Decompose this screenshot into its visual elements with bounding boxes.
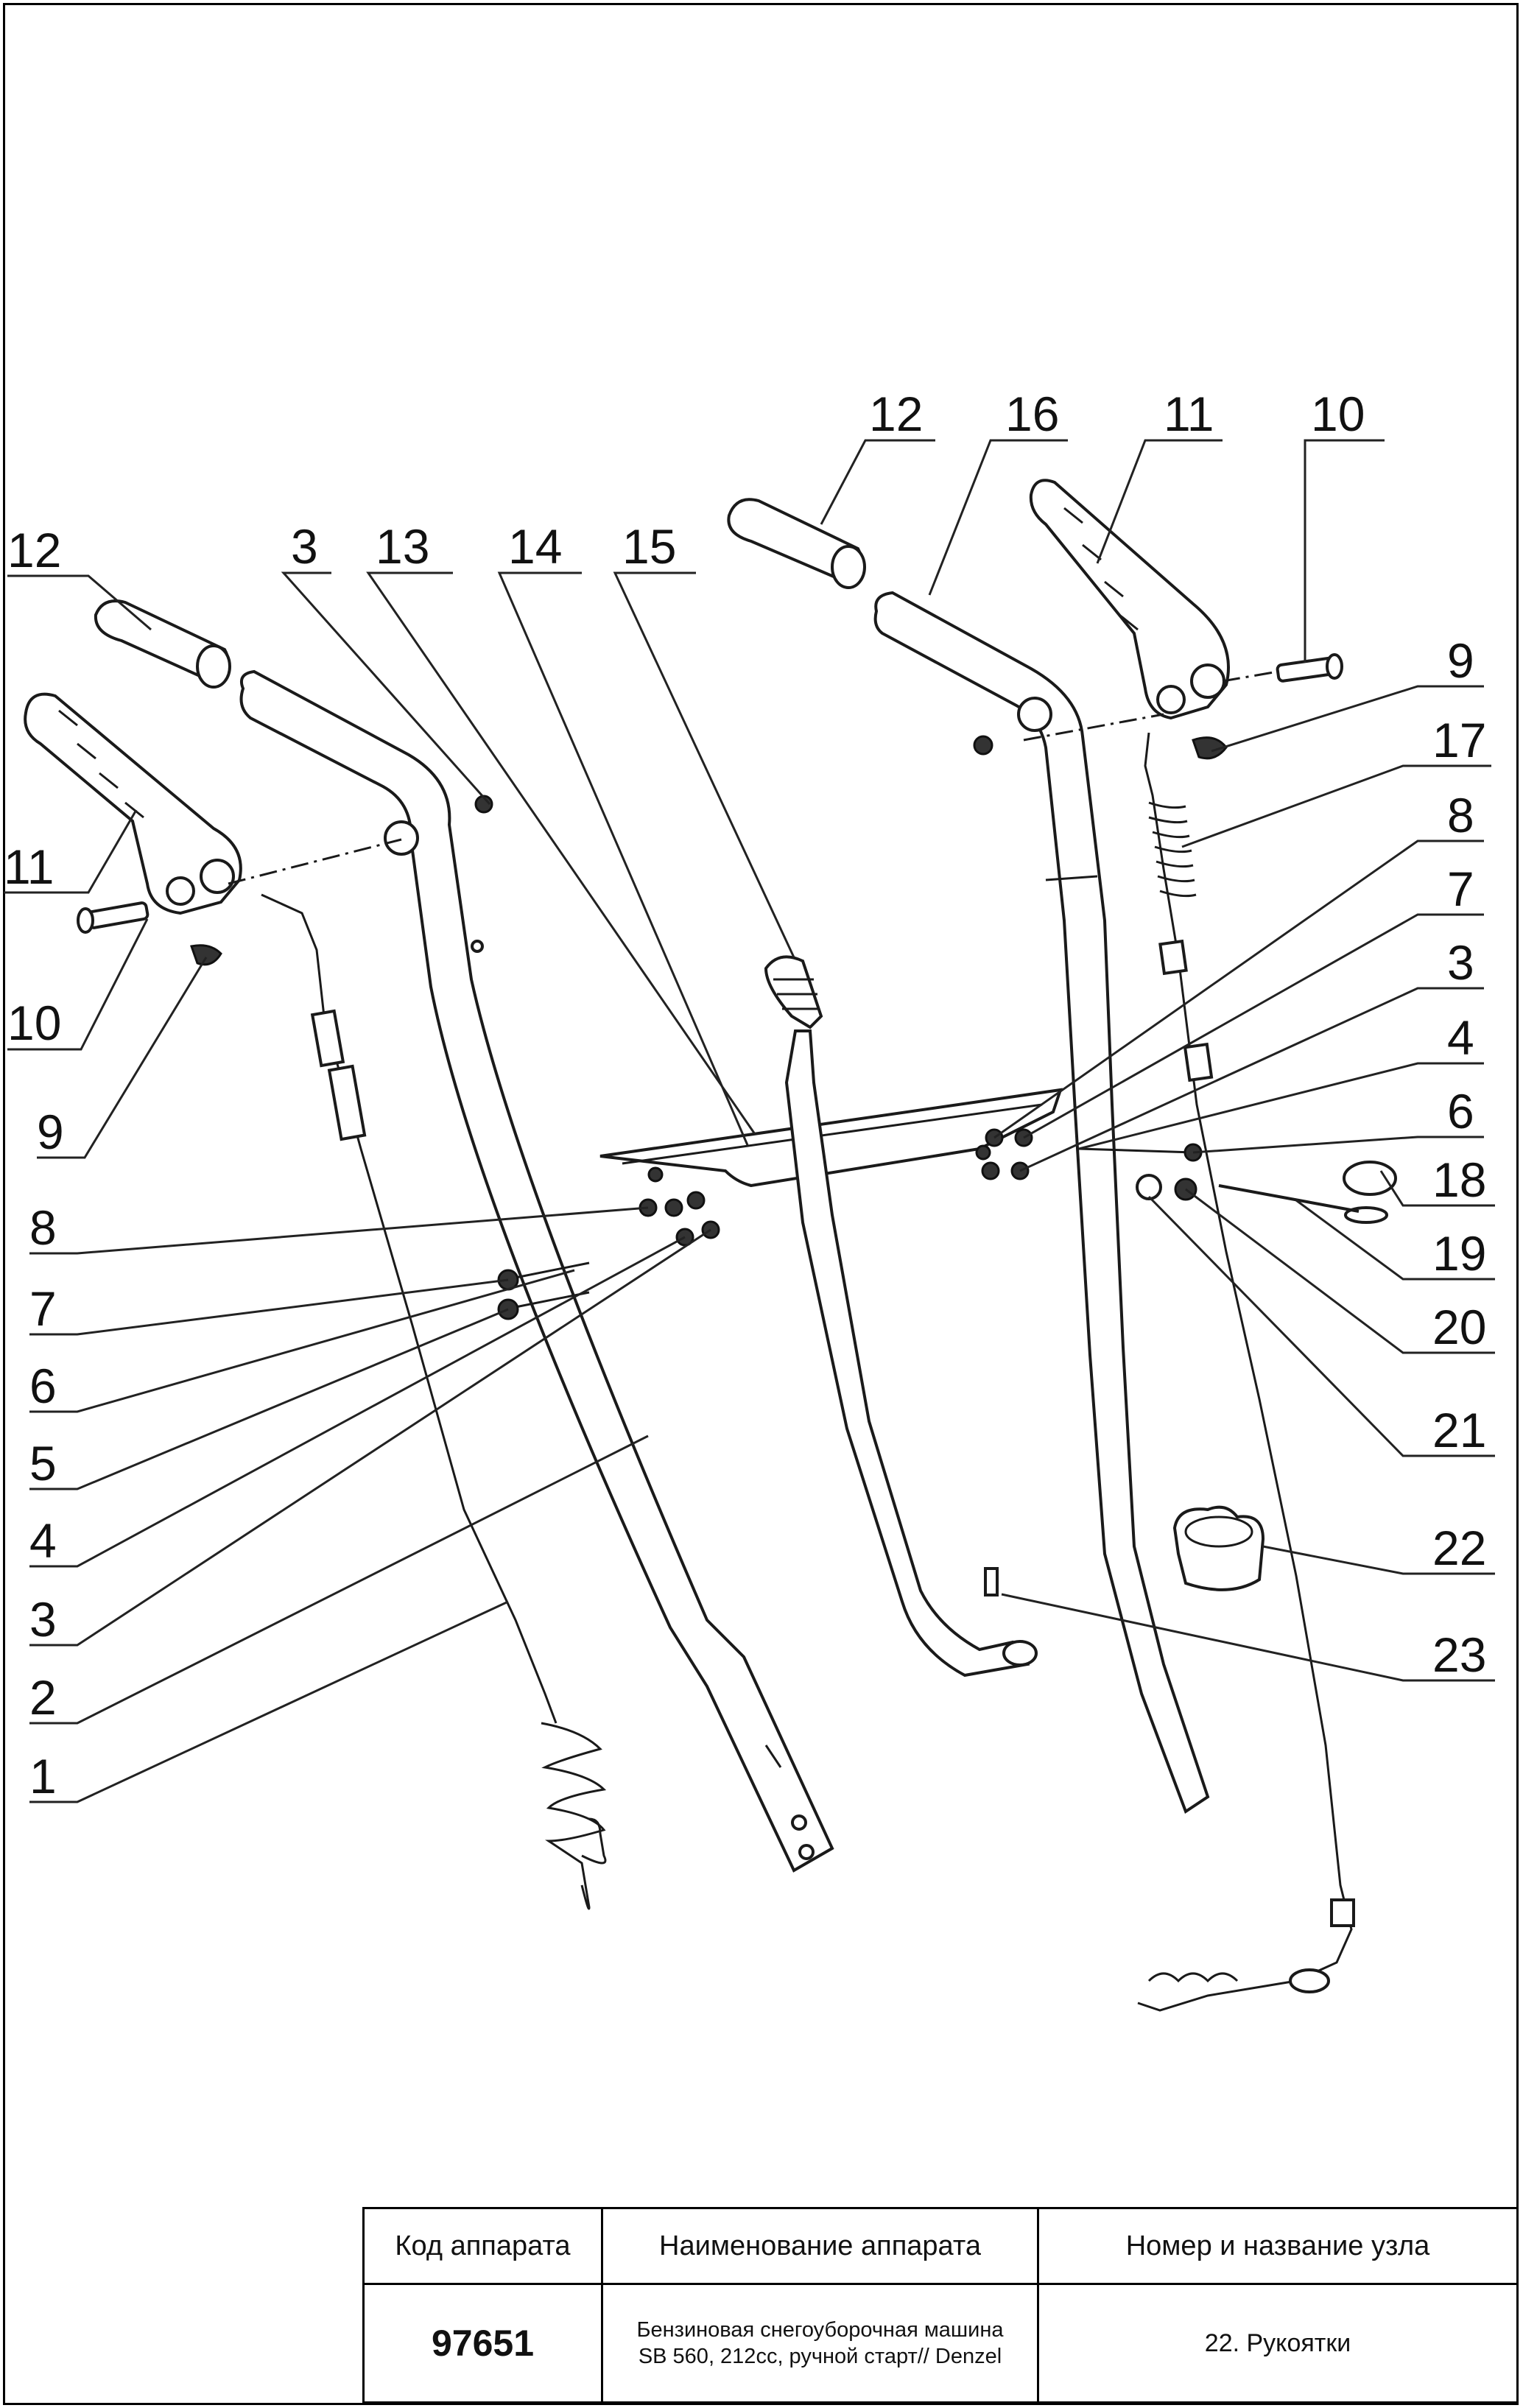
callout-label: 12 (869, 387, 923, 441)
callout-label: 15 (622, 519, 676, 574)
callout-label: 3 (291, 519, 318, 574)
device-name-line-2: SB 560, 212cc, ручной старт// Denzel (638, 2345, 1002, 2368)
shift-lever-rod (764, 955, 1038, 1677)
callout-label: 11 (1164, 387, 1214, 441)
callout-label: 11 (4, 839, 54, 894)
callout-label: 17 (1432, 713, 1486, 767)
callout-label: 10 (7, 996, 61, 1050)
callout-label: 14 (508, 519, 562, 574)
callout-label: 21 (1432, 1403, 1486, 1457)
callout-label: 19 (1432, 1226, 1486, 1281)
right-grip-sleeve (727, 498, 866, 589)
callout-label: 6 (29, 1359, 57, 1413)
callout-label: 20 (1432, 1300, 1486, 1354)
title-block: Код аппарата Наименование аппарата Номер… (362, 2207, 1519, 2404)
left-bolt-and-clip (77, 901, 222, 966)
callout-label: 23 (1432, 1627, 1486, 1682)
callout-group-top: 12 16 11 10 3 13 14 15 (281, 387, 1385, 1146)
right-control-lever (1029, 479, 1230, 720)
callout-label: 4 (29, 1513, 57, 1568)
callout-label: 18 (1432, 1152, 1486, 1207)
callout-label: 12 (7, 523, 61, 577)
callout-label: 3 (1447, 935, 1474, 990)
callout-label: 8 (29, 1200, 57, 1255)
callout-label: 8 (1447, 788, 1474, 842)
callout-label: 7 (1447, 862, 1474, 916)
device-code: 97651 (365, 2285, 603, 2401)
header-unit: Номер и название узла (1039, 2209, 1516, 2285)
callout-group-left: 12 11 10 9 8 7 6 5 4 3 2 1 (4, 523, 711, 1803)
parts-artwork (24, 479, 1397, 2012)
callout-label: 3 (29, 1592, 57, 1647)
callout-label: 9 (1447, 633, 1474, 688)
left-grip-sleeve (94, 599, 231, 689)
callout-label: 10 (1311, 387, 1365, 441)
callout-label: 9 (37, 1105, 64, 1159)
callout-label: 22 (1432, 1521, 1486, 1575)
callout-label: 6 (1447, 1084, 1474, 1138)
left-control-cable (261, 893, 607, 1910)
center-dash-panel (599, 1088, 1063, 1188)
locking-pin (984, 1567, 999, 1596)
speed-knob-and-rod (1136, 1161, 1397, 1224)
drawing-frame (3, 3, 1519, 2405)
callout-label: 13 (376, 519, 429, 574)
cable-clamp (1172, 1505, 1265, 1591)
header-code: Код аппарата (365, 2209, 603, 2285)
left-handle-tube (239, 669, 834, 1873)
callout-label: 2 (29, 1670, 57, 1725)
callout-label: 16 (1005, 387, 1059, 441)
callout-label: 7 (29, 1281, 57, 1336)
callout-label: 4 (1447, 1010, 1474, 1065)
right-handle-tube (873, 591, 1210, 1814)
callout-label: 1 (29, 1749, 57, 1803)
right-bolt-and-clip (1192, 653, 1343, 760)
device-name-line-1: Бензиновая снегоуборочная машина (636, 2317, 1004, 2342)
left-control-lever (24, 692, 242, 915)
callout-group-right: 9 17 8 7 3 4 6 18 19 20 21 22 23 (993, 633, 1495, 1682)
header-name: Наименование аппарата (603, 2209, 1039, 2285)
callout-label: 5 (29, 1436, 57, 1490)
unit-name: 22. Рукоятки (1204, 2328, 1351, 2357)
device-name: Бензиновая снегоуборочная машина SB 560,… (603, 2285, 1039, 2401)
